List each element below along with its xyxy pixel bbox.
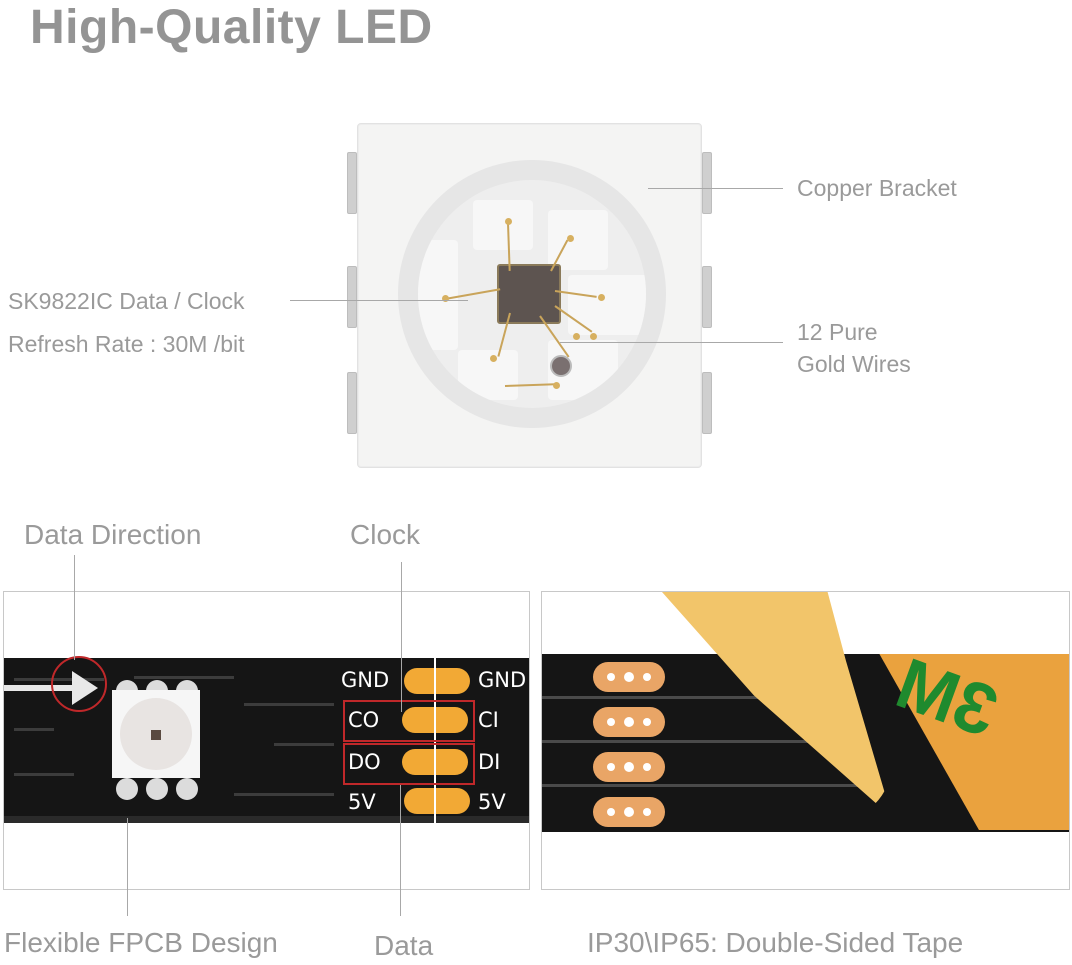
callout-line-wires xyxy=(560,342,783,343)
data-direction-arrow-shaft xyxy=(4,685,72,691)
bracket-leg-right-1 xyxy=(702,152,712,214)
copper-pad xyxy=(593,662,665,692)
pad-gnd xyxy=(404,668,470,694)
strip-panel: GND CO DO 5V GND CI DI 5V xyxy=(3,591,530,890)
label-refresh-rate: Refresh Rate : 30M /bit xyxy=(8,331,245,357)
bracket-leg-right-2 xyxy=(702,266,712,328)
pin-label-right-di: DI xyxy=(478,750,501,774)
sk9822-ic-chip xyxy=(497,264,561,324)
callout-line-clock xyxy=(401,562,402,712)
pin-label-left-5v: 5V xyxy=(348,790,376,814)
pin-label-left-do: DO xyxy=(348,750,381,774)
led-die xyxy=(550,355,572,377)
clock-highlight-box xyxy=(343,700,475,742)
label-tape-caption: IP30\IP65: Double-Sided Tape xyxy=(587,927,964,958)
data-highlight-box xyxy=(343,743,475,785)
pin-label-right-ci: CI xyxy=(478,708,499,732)
bracket-leg-left-1 xyxy=(347,152,357,214)
pin-label-left-co: CO xyxy=(348,708,380,732)
callout-line-ic xyxy=(290,300,468,301)
callout-line-bracket xyxy=(648,188,783,189)
label-flexible-fpcb: Flexible FPCB Design xyxy=(4,927,278,958)
pin-label-right-5v: 5V xyxy=(478,790,506,814)
callout-line-fpcb xyxy=(127,818,128,916)
page-title: High-Quality LED xyxy=(30,1,433,54)
label-clock: Clock xyxy=(350,519,421,550)
copper-pad xyxy=(593,707,665,737)
pad-5v xyxy=(404,788,470,814)
copper-pad xyxy=(593,752,665,782)
pin-label-right-gnd: GND xyxy=(478,668,527,692)
copper-pad xyxy=(593,797,665,827)
label-data: Data xyxy=(374,930,434,961)
pin-label-left-gnd: GND xyxy=(341,668,390,692)
label-data-direction: Data Direction xyxy=(24,519,202,550)
callout-line-data-direction xyxy=(74,555,75,660)
label-ic: SK9822IC Data / Clock xyxy=(8,288,245,314)
tape-panel: 3M xyxy=(541,591,1070,890)
strip-led-package xyxy=(112,690,200,778)
bracket-leg-right-3 xyxy=(702,372,712,434)
label-gold-wires-2: Gold Wires xyxy=(797,351,911,377)
led-strip: GND CO DO 5V GND CI DI 5V xyxy=(4,656,529,823)
data-direction-highlight xyxy=(51,656,107,712)
label-gold-wires-1: 12 Pure xyxy=(797,319,878,345)
label-copper-bracket: Copper Bracket xyxy=(797,175,957,201)
led-closeup: SK9822IC Data / Clock Refresh Rate : 30M… xyxy=(0,0,1072,480)
bracket-leg-left-3 xyxy=(347,372,357,434)
bracket-leg-left-2 xyxy=(347,266,357,328)
callout-line-data xyxy=(400,785,401,916)
